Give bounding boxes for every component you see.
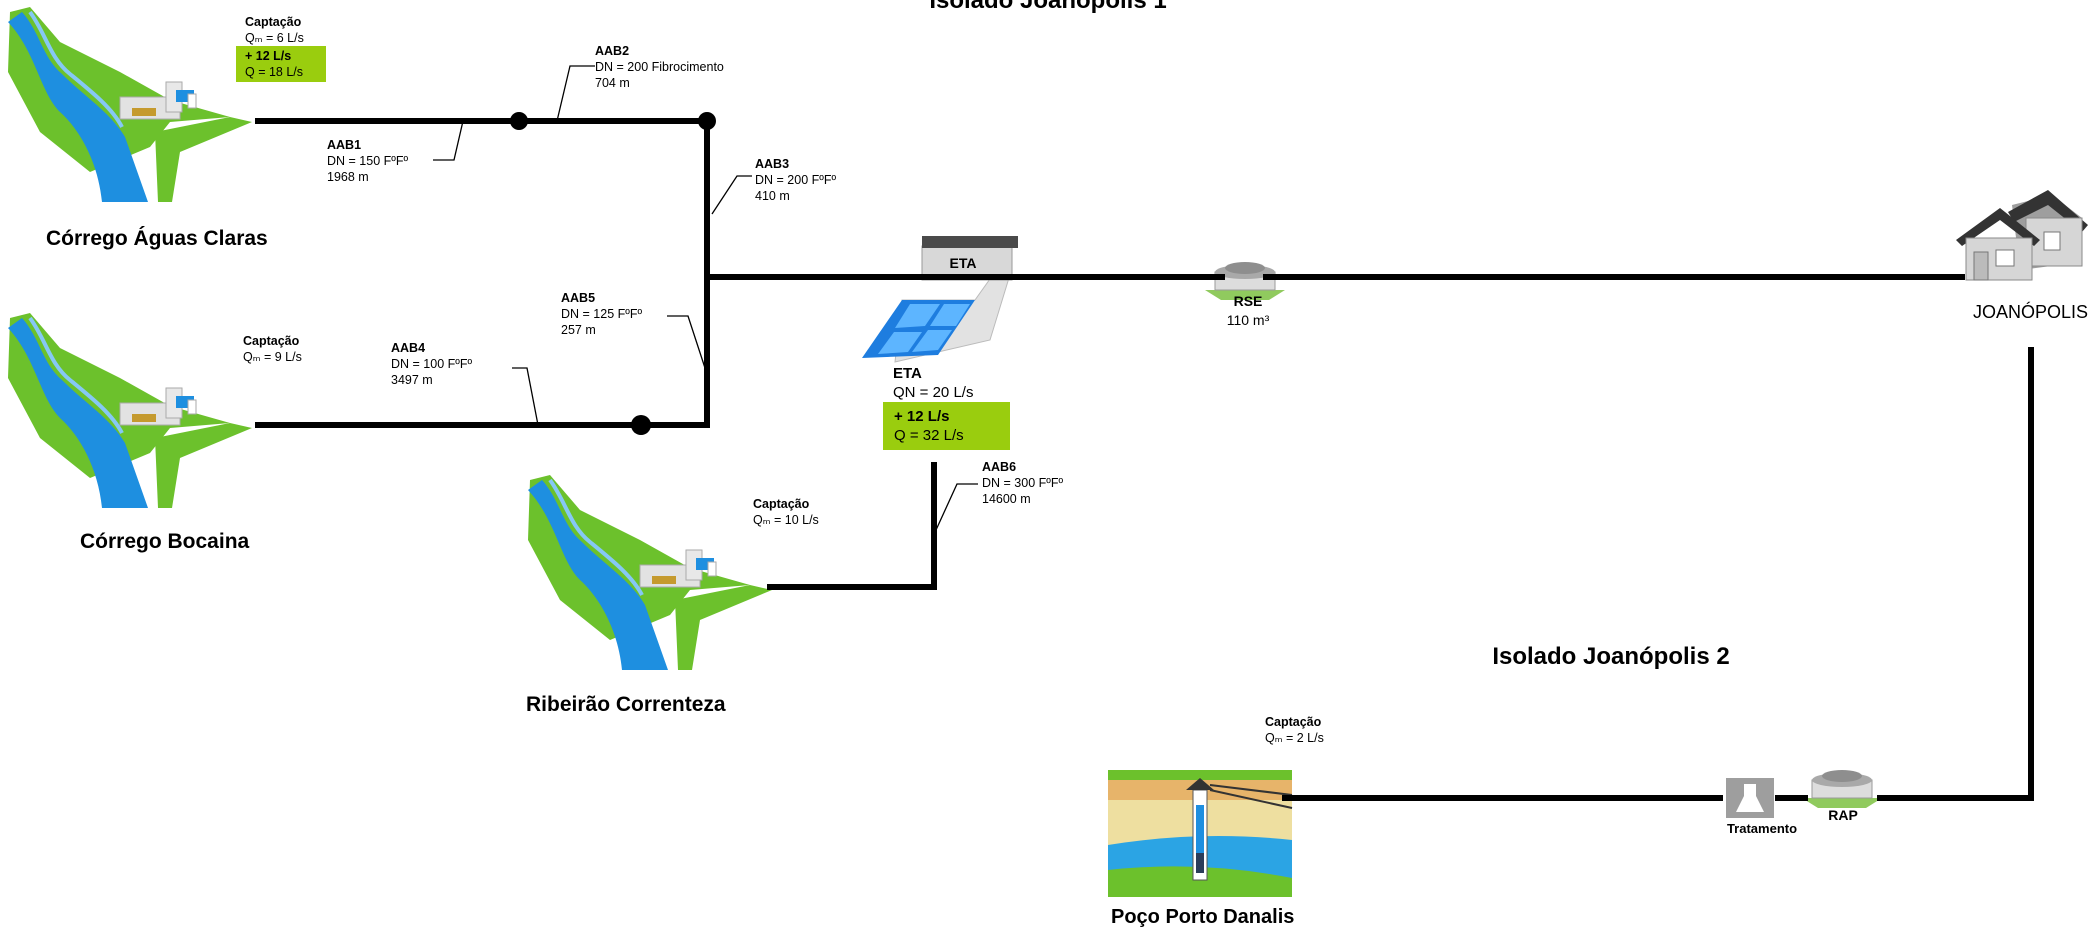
aab1-name: AAB1 [327, 138, 361, 152]
bocaina-flow: Qₘ = 9 L/s [243, 350, 302, 364]
eta-icon: ETA [862, 236, 1018, 363]
system2-title: Isolado Joanópolis 2 [1492, 643, 1729, 670]
aab3-dn: DN = 200 FºFº [755, 173, 836, 187]
tratamento-name: Tratamento [1727, 821, 1797, 836]
aab2-length: 704 m [595, 76, 630, 90]
rap-name: RAP [1828, 807, 1858, 823]
aab3-length: 410 m [755, 189, 790, 203]
aab4-leader [512, 367, 539, 426]
aab2-leader [556, 65, 595, 122]
junction-node [510, 112, 528, 130]
porto-danalis-captacao-label: Captação [1265, 715, 1322, 729]
aab5-leader [667, 315, 706, 369]
aab4-length: 3497 m [391, 373, 433, 387]
city-name: JOANÓPOLIS [1973, 301, 2088, 322]
houses-icon [1956, 190, 2088, 281]
aab5-dn: DN = 125 FºFº [561, 307, 642, 321]
flask-icon [1726, 778, 1774, 818]
eta-increment: + 12 L/s [894, 408, 949, 425]
aguas-claras-intake-icon [6, 5, 254, 204]
aguas-claras-total: Q = 18 L/s [245, 65, 303, 79]
aab2-name: AAB2 [595, 44, 629, 58]
aab1-length: 1968 m [327, 170, 369, 184]
porto-danalis-flow: Qₘ = 2 L/s [1265, 731, 1324, 745]
bocaina-name: Córrego Bocaina [80, 530, 250, 553]
bocaina-intake-icon [6, 311, 254, 510]
eta-name: ETA [893, 365, 922, 382]
aguas-claras-flow: Qₘ = 6 L/s [245, 31, 304, 45]
aab3-name: AAB3 [755, 157, 789, 171]
aab3-leader [711, 175, 752, 215]
aguas-claras-increment: + 12 L/s [245, 49, 291, 63]
aab6-length: 14600 m [982, 492, 1031, 506]
correnteza-name: Ribeirão Correnteza [526, 693, 726, 716]
junction-node [698, 112, 716, 130]
correnteza-flow: Qₘ = 10 L/s [753, 513, 819, 527]
eta-increment-box [883, 402, 1010, 450]
eta-total: Q = 32 L/s [894, 427, 964, 444]
rap-reservoir-icon [1801, 769, 1883, 809]
aab1-dn: DN = 150 FºFº [327, 154, 408, 168]
rse-name: RSE [1234, 293, 1263, 309]
eta-icon-label: ETA [950, 255, 977, 271]
aab6-dn: DN = 300 FºFº [982, 476, 1063, 490]
system1-title: Isolado Joanópolis 1 [929, 0, 1166, 14]
aab2-dn: DN = 200 Fibrocimento [595, 60, 724, 74]
aguas-claras-name: Córrego Águas Claras [46, 227, 268, 250]
aguas-claras-increment-box [236, 46, 326, 82]
aab6-name: AAB6 [982, 460, 1016, 474]
aab5-length: 257 m [561, 323, 596, 337]
porto-danalis-name: Poço Porto Danalis [1111, 906, 1294, 927]
junction-node [631, 415, 651, 435]
well-icon [1108, 770, 1293, 897]
aab4-dn: DN = 100 FºFº [391, 357, 472, 371]
bocaina-captacao-label: Captação [243, 334, 300, 348]
eta-nominal: QN = 20 L/s [893, 384, 973, 401]
correnteza-captacao-label: Captação [753, 497, 810, 511]
aab6-leader [935, 483, 978, 531]
pipe-network [255, 118, 2034, 801]
aab4-name: AAB4 [391, 341, 425, 355]
rse-volume: 110 m³ [1227, 312, 1270, 328]
aguas-claras-captacao-label: Captação [245, 15, 302, 29]
correnteza-intake-icon [526, 473, 774, 672]
aab5-name: AAB5 [561, 291, 595, 305]
aab1-leader [433, 120, 464, 161]
